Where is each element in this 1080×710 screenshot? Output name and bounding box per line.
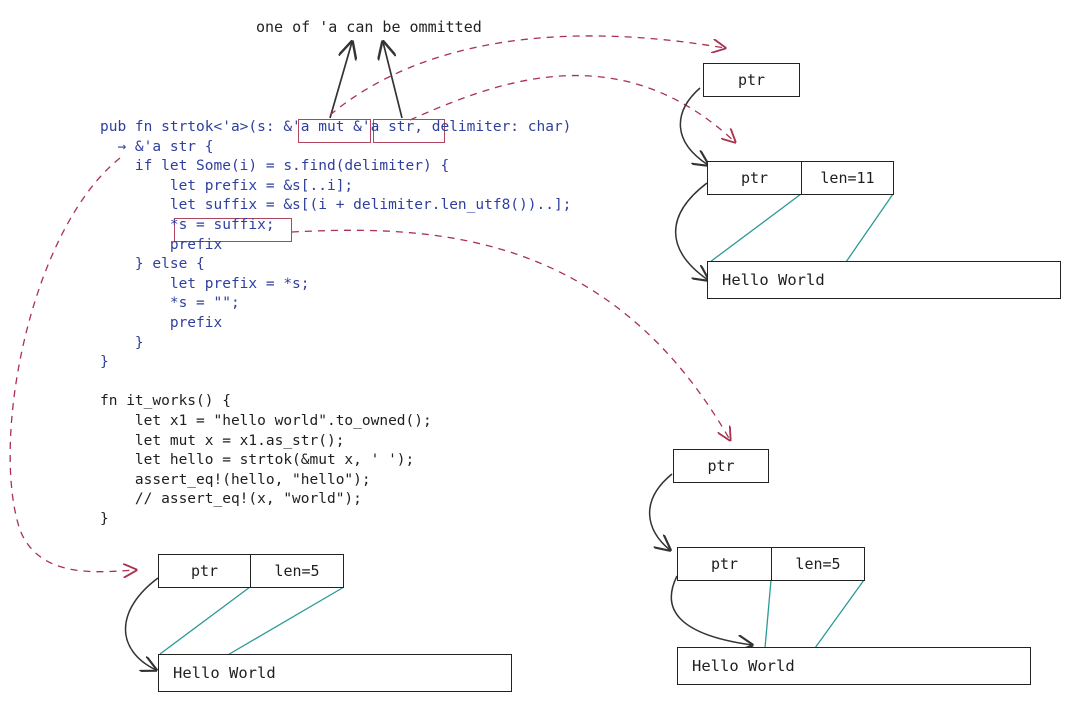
code-line: let x1 = "hello world".to_owned(); xyxy=(100,412,432,429)
highlight-mut-ref xyxy=(298,119,371,143)
curve-arrow-ptr-to-ptr xyxy=(679,87,708,165)
omission-annotation: one of 'a can be ommitted xyxy=(256,18,482,36)
annotation-arrow-1 xyxy=(329,42,352,119)
curve-arrow-ptr-to-ptr-right xyxy=(648,473,672,550)
ptr-cell: ptr xyxy=(158,554,251,588)
curve-arrow-ptr-to-string-left xyxy=(124,577,158,670)
code-line: let prefix = &s[..i]; xyxy=(100,177,354,194)
teal-line-end xyxy=(845,193,894,263)
code-line: let mut x = x1.as_str(); xyxy=(100,432,345,449)
len-cell: len=11 xyxy=(801,161,894,195)
outer-ptr-box: ptr xyxy=(673,449,769,483)
code-line: let suffix = &s[(i + delimiter.len_utf8(… xyxy=(100,197,572,214)
code-line: → &'a str { xyxy=(100,138,214,155)
code-line: } xyxy=(100,334,144,351)
dashed-arrow-str-to-ptr-len xyxy=(409,74,735,142)
code-line: *s = suffix; xyxy=(100,216,275,233)
code-line: prefix xyxy=(100,236,223,253)
string-buffer: Hello World xyxy=(707,261,1061,299)
code-line: pub fn strtok<'a>(s: &'a mut &'a str, de… xyxy=(100,119,572,135)
ptr-cell: ptr xyxy=(677,547,772,581)
highlight-str-ref xyxy=(373,119,445,143)
code-line: } else { xyxy=(100,256,205,273)
curve-arrow-ptr-to-string xyxy=(674,182,708,280)
code-line: } xyxy=(100,354,109,371)
code-line: let prefix = *s; xyxy=(100,275,310,292)
code-line: if let Some(i) = s.find(delimiter) { xyxy=(100,158,450,175)
teal-line-end-left xyxy=(225,586,345,657)
teal-line-start xyxy=(709,193,802,263)
ptr-cell: ptr xyxy=(707,161,802,195)
code-line: let hello = strtok(&mut x, ' '); xyxy=(100,452,415,469)
code-line: prefix xyxy=(100,314,223,331)
teal-line-start-left xyxy=(159,586,251,655)
code-line: } xyxy=(100,510,109,527)
teal-line-end-right xyxy=(814,579,865,649)
code-line: fn it_works() { xyxy=(100,393,231,410)
highlight-assign-suffix xyxy=(174,218,292,242)
code-line: *s = ""; xyxy=(100,295,240,312)
string-buffer: Hello World xyxy=(677,647,1031,685)
dashed-arrow-s-to-ptr xyxy=(329,35,725,116)
code-line: assert_eq!(hello, "hello"); xyxy=(100,471,371,488)
annotation-arrow-2 xyxy=(383,42,403,119)
len-cell: len=5 xyxy=(250,554,344,588)
string-buffer: Hello World xyxy=(158,654,512,692)
len-cell: len=5 xyxy=(771,547,865,581)
dashed-arrow-return-to-ptr-len xyxy=(9,157,136,572)
curve-arrow-ptr-to-string-right xyxy=(670,575,752,645)
code-block: pub fn strtok<'a>(s: &'a mut &'a str, de… xyxy=(100,118,571,529)
teal-line-start-right xyxy=(764,579,772,649)
code-line: // assert_eq!(x, "world"); xyxy=(100,491,362,508)
code-line xyxy=(100,373,571,393)
outer-ptr-box: ptr xyxy=(703,63,800,97)
